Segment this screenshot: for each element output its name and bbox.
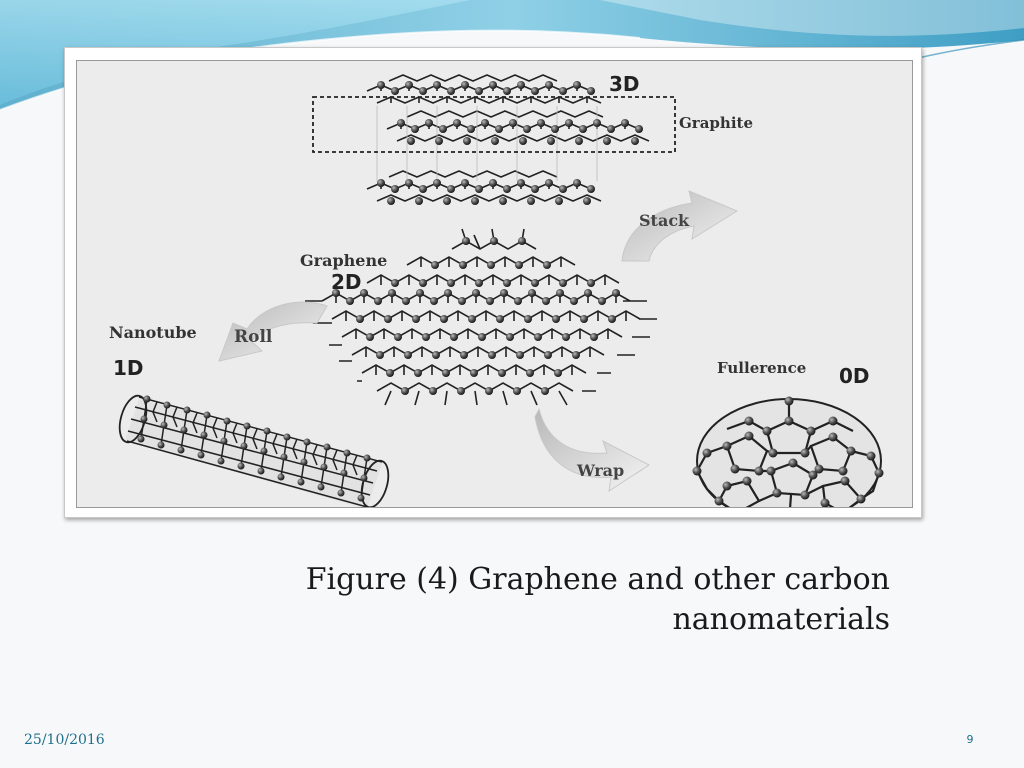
- graphene-atoms: [332, 237, 620, 395]
- caption-line-2: nanomaterials: [672, 602, 890, 637]
- fullerene-structure: [692, 396, 884, 507]
- stack-arrow: [621, 190, 739, 262]
- figure-carbon-allotropes: 3D Graphite Stack: [76, 60, 913, 508]
- label-3d: 3D: [609, 72, 640, 96]
- figure-caption: Figure (4) Graphene and other carbon nan…: [270, 560, 890, 640]
- label-fullerence: Fullerence: [717, 359, 806, 377]
- graphite-layer-bottom: [366, 170, 602, 202]
- nanotube-structure: [118, 394, 390, 507]
- graphite-dashed-box: [312, 96, 676, 153]
- figure-illustration: 3D Graphite Stack: [109, 72, 884, 507]
- label-graphene: Graphene: [300, 251, 387, 270]
- label-nanotube: Nanotube: [109, 323, 197, 342]
- wrap-arrow: [534, 407, 650, 493]
- footer-date: 25/10/2016: [24, 732, 105, 748]
- roll-arrow: [218, 301, 328, 362]
- label-2d: 2D: [331, 270, 362, 294]
- label-roll: Roll: [234, 327, 273, 347]
- label-stack: Stack: [639, 211, 690, 230]
- caption-line-1: Figure (4) Graphene and other carbon: [305, 562, 890, 597]
- figure-frame: 3D Graphite Stack: [64, 47, 922, 518]
- label-graphite: Graphite: [679, 114, 753, 132]
- label-1d: 1D: [113, 356, 144, 380]
- page-number: 9: [966, 733, 974, 746]
- graphite-atoms: [377, 81, 643, 205]
- label-0d: 0D: [839, 364, 870, 388]
- label-wrap: Wrap: [576, 461, 624, 480]
